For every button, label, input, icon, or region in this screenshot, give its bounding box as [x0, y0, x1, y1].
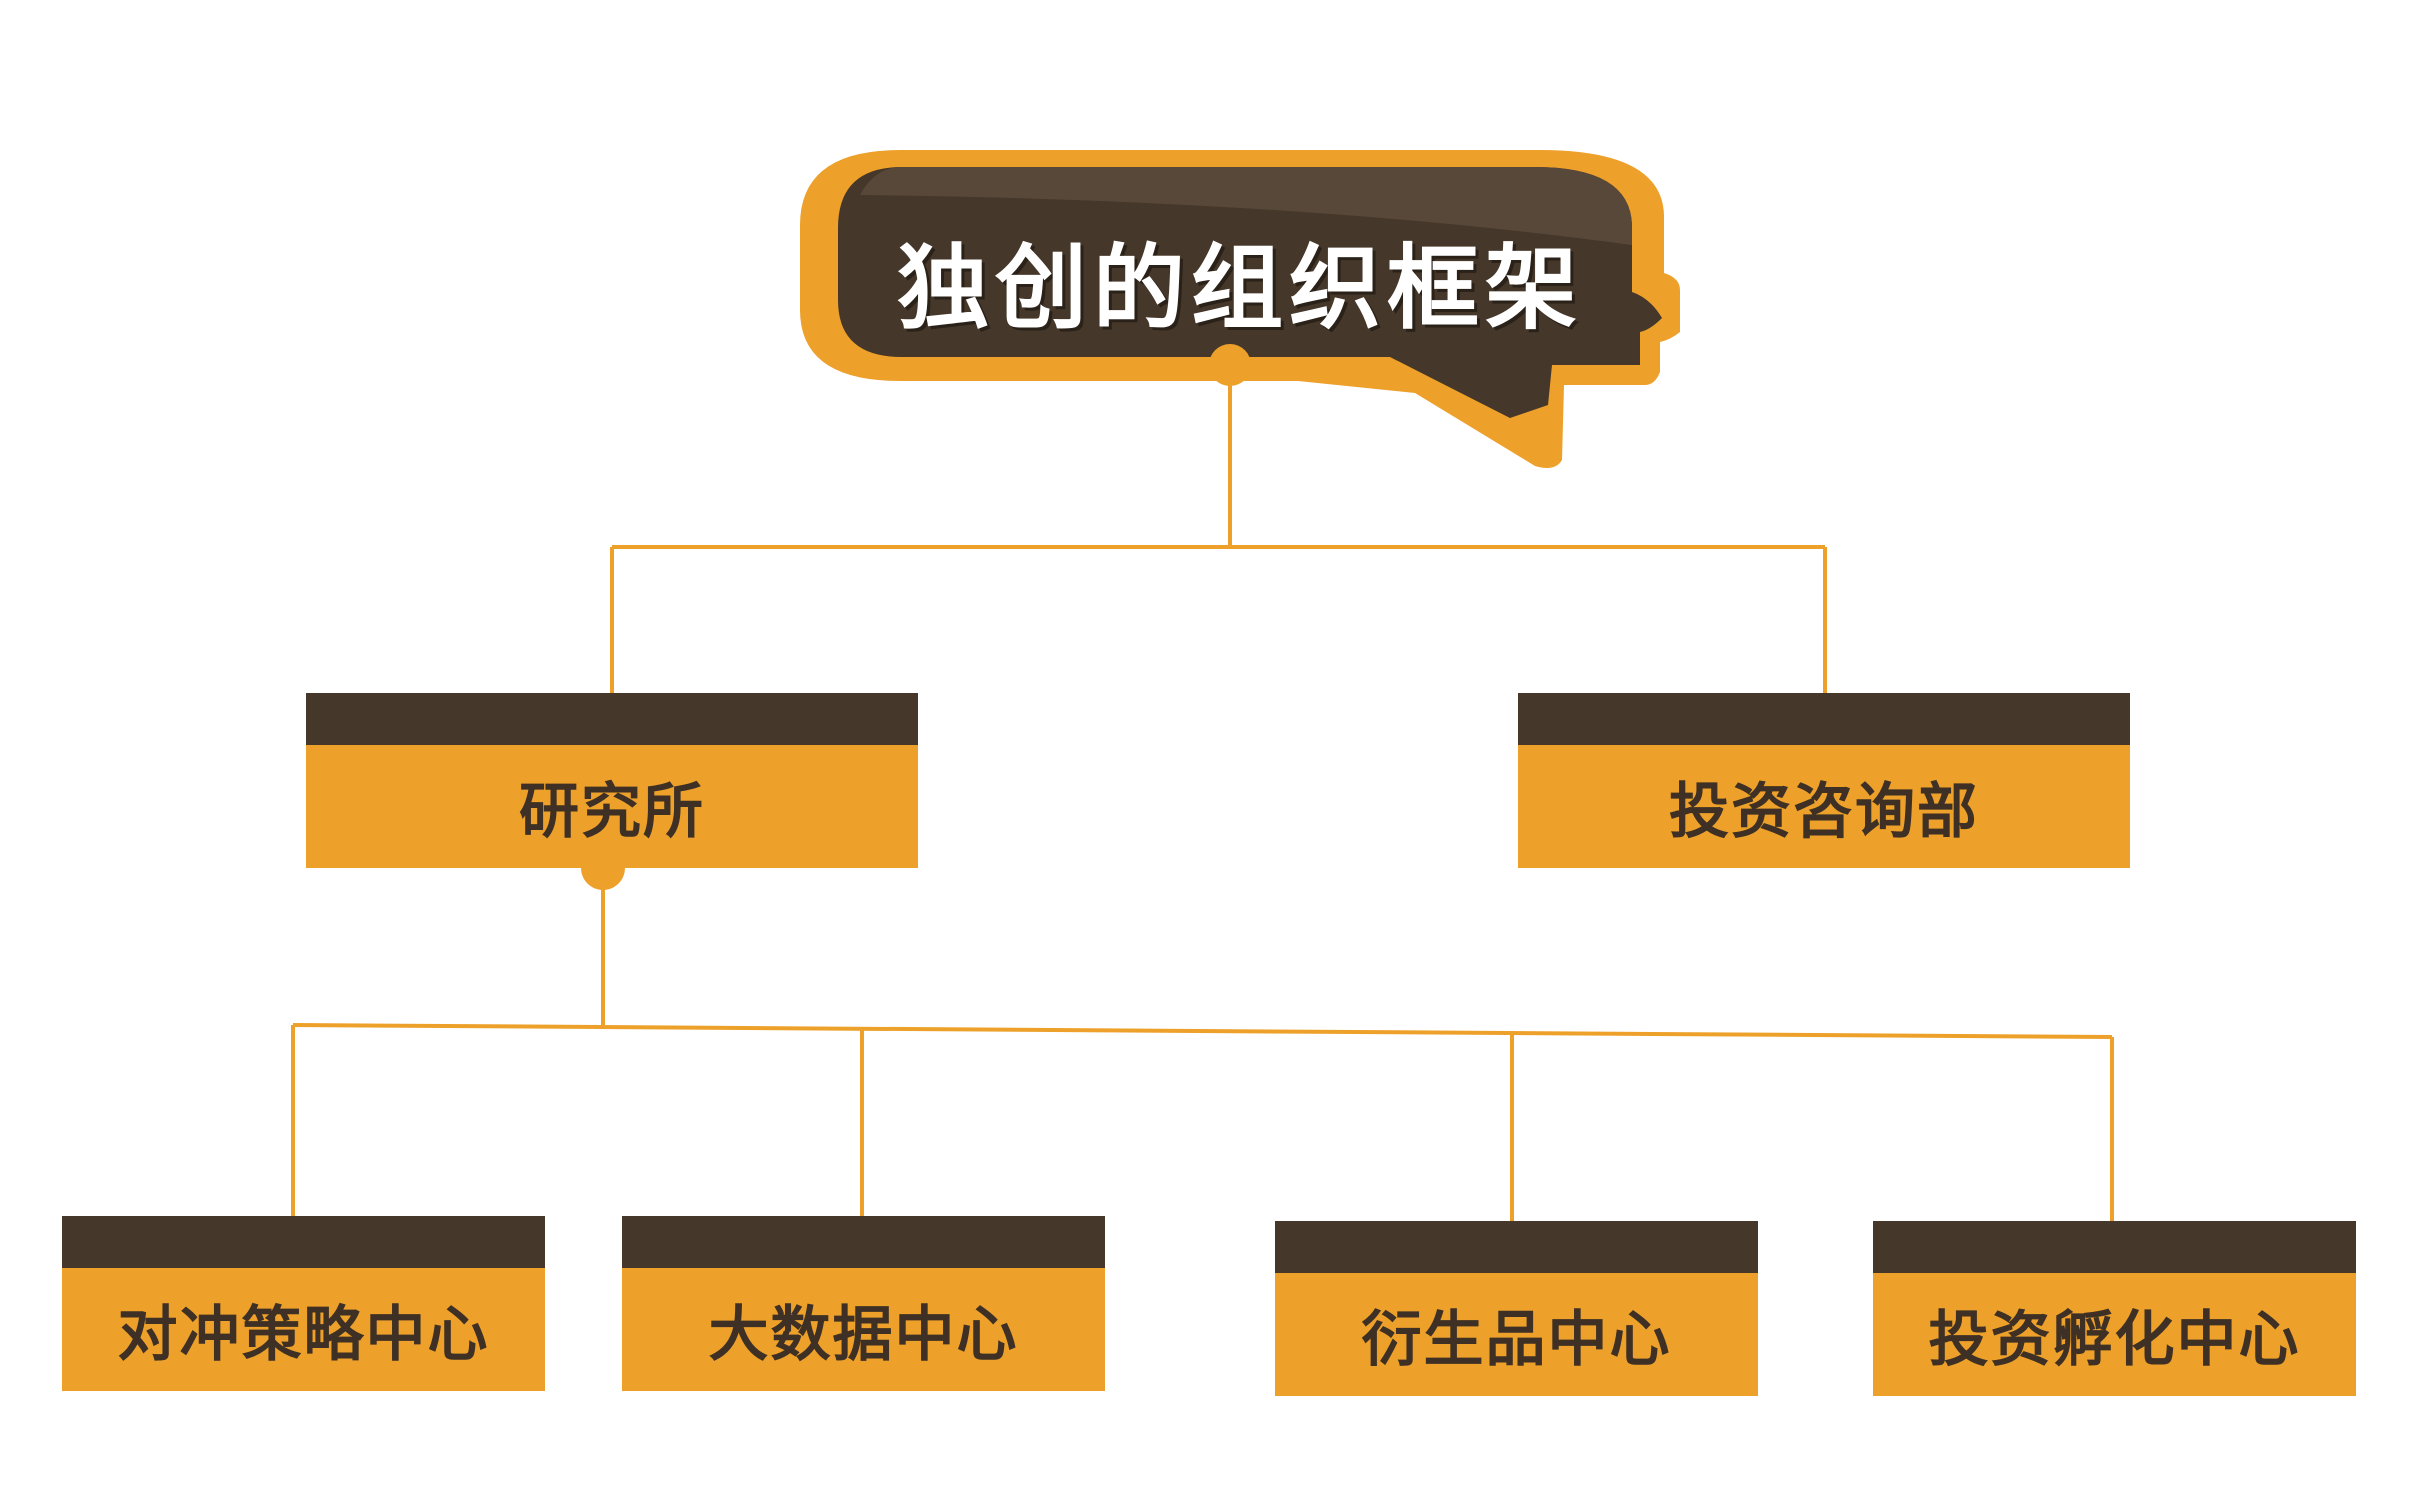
- node-investment-incubation: 投资孵化中心: [1873, 1221, 2356, 1396]
- node-research: 研究所: [306, 693, 918, 868]
- diagram-title: 独创的组织框架: [896, 234, 1583, 342]
- connector-lines: [291, 375, 2114, 1221]
- node-label-research: 研究所: [519, 777, 705, 847]
- node-label-hedge-strategy: 对冲策略中心: [117, 1300, 490, 1370]
- node-body: 投资咨询部: [1518, 745, 2130, 868]
- node-hedge-strategy: 对冲策略中心: [62, 1216, 545, 1391]
- node-cap: [62, 1216, 545, 1268]
- node-cap: [1873, 1221, 2356, 1273]
- node-cap: [1275, 1221, 1758, 1273]
- title-banner: [800, 150, 1680, 468]
- node-label-advisory: 投资咨询部: [1669, 777, 1979, 847]
- node-label-derivatives: 衍生品中心: [1361, 1305, 1672, 1375]
- node-body: 对冲策略中心: [62, 1268, 545, 1391]
- node-body: 大数据中心: [622, 1268, 1105, 1391]
- title-banner-highlight: [860, 167, 1632, 245]
- node-cap: [306, 693, 918, 745]
- title-banner-inner: [838, 167, 1662, 418]
- node-cap: [622, 1216, 1105, 1268]
- node-body: 投资孵化中心: [1873, 1273, 2356, 1396]
- node-advisory: 投资咨询部: [1518, 693, 2130, 868]
- node-cap: [1518, 693, 2130, 745]
- node-body: 研究所: [306, 745, 918, 868]
- node-label-investment-incubation: 投资孵化中心: [1928, 1305, 2301, 1375]
- root-connector-dot: [1209, 344, 1251, 386]
- node-body: 衍生品中心: [1275, 1273, 1758, 1396]
- node-big-data: 大数据中心: [622, 1216, 1105, 1391]
- node-label-big-data: 大数据中心: [708, 1300, 1019, 1370]
- level2-bus-line: [292, 1023, 2113, 1039]
- node-derivatives: 衍生品中心: [1275, 1221, 1758, 1396]
